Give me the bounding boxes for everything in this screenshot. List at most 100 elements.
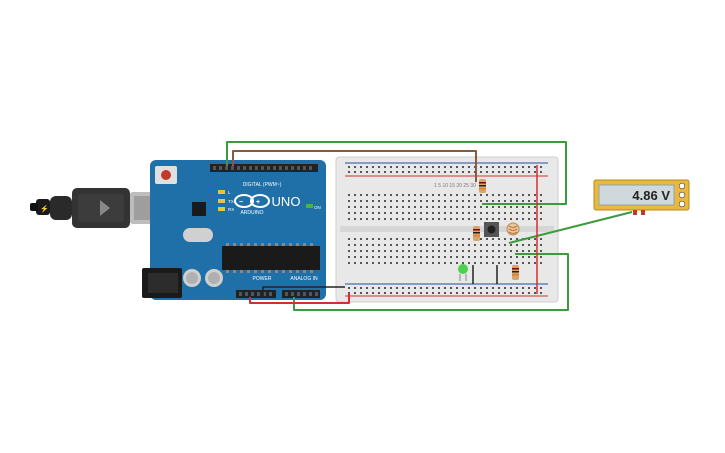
breadboard-hole[interactable] [438, 256, 440, 258]
breadboard-hole[interactable] [420, 171, 422, 173]
breadboard-hole[interactable] [354, 287, 356, 289]
breadboard-hole[interactable] [378, 171, 380, 173]
breadboard-hole[interactable] [396, 256, 398, 258]
breadboard-hole[interactable] [528, 206, 530, 208]
breadboard-hole[interactable] [480, 200, 482, 202]
breadboard-hole[interactable] [498, 287, 500, 289]
breadboard-hole[interactable] [480, 244, 482, 246]
breadboard-hole[interactable] [528, 262, 530, 264]
breadboard-hole[interactable] [408, 262, 410, 264]
breadboard-hole[interactable] [462, 212, 464, 214]
breadboard-hole[interactable] [510, 238, 512, 240]
breadboard-hole[interactable] [420, 200, 422, 202]
breadboard-hole[interactable] [486, 262, 488, 264]
breadboard-hole[interactable] [480, 256, 482, 258]
breadboard-hole[interactable] [390, 212, 392, 214]
breadboard-hole[interactable] [522, 212, 524, 214]
breadboard-hole[interactable] [408, 200, 410, 202]
breadboard-hole[interactable] [396, 212, 398, 214]
breadboard-hole[interactable] [480, 194, 482, 196]
breadboard-hole[interactable] [348, 200, 350, 202]
breadboard-hole[interactable] [348, 194, 350, 196]
mode-dial-a[interactable] [678, 182, 686, 190]
breadboard-hole[interactable] [426, 171, 428, 173]
breadboard-hole[interactable] [456, 244, 458, 246]
breadboard-hole[interactable] [378, 244, 380, 246]
breadboard-hole[interactable] [492, 171, 494, 173]
breadboard-hole[interactable] [432, 292, 434, 294]
breadboard-hole[interactable] [480, 206, 482, 208]
breadboard-hole[interactable] [402, 166, 404, 168]
breadboard-hole[interactable] [498, 206, 500, 208]
breadboard-hole[interactable] [474, 250, 476, 252]
breadboard-hole[interactable] [492, 256, 494, 258]
red-wire[interactable] [249, 293, 350, 304]
breadboard-hole[interactable] [534, 194, 536, 196]
breadboard-hole[interactable] [438, 200, 440, 202]
breadboard-hole[interactable] [462, 171, 464, 173]
breadboard-hole[interactable] [396, 194, 398, 196]
breadboard-hole[interactable] [522, 262, 524, 264]
breadboard-hole[interactable] [516, 262, 518, 264]
breadboard-hole[interactable] [372, 244, 374, 246]
breadboard-hole[interactable] [450, 292, 452, 294]
breadboard-hole[interactable] [456, 218, 458, 220]
breadboard-hole[interactable] [438, 262, 440, 264]
breadboard-hole[interactable] [456, 200, 458, 202]
breadboard-hole[interactable] [540, 287, 542, 289]
breadboard-hole[interactable] [540, 212, 542, 214]
breadboard-hole[interactable] [528, 212, 530, 214]
breadboard-hole[interactable] [420, 206, 422, 208]
breadboard-hole[interactable] [426, 212, 428, 214]
breadboard-hole[interactable] [522, 200, 524, 202]
breadboard-hole[interactable] [450, 238, 452, 240]
push-button[interactable] [484, 222, 499, 237]
breadboard-hole[interactable] [444, 256, 446, 258]
breadboard-hole[interactable] [390, 287, 392, 289]
breadboard-hole[interactable] [408, 256, 410, 258]
breadboard-hole[interactable] [474, 212, 476, 214]
breadboard-hole[interactable] [462, 200, 464, 202]
breadboard-hole[interactable] [522, 256, 524, 258]
breadboard-hole[interactable] [378, 256, 380, 258]
breadboard-hole[interactable] [450, 218, 452, 220]
breadboard-hole[interactable] [372, 212, 374, 214]
breadboard-hole[interactable] [366, 200, 368, 202]
breadboard-hole[interactable] [462, 238, 464, 240]
breadboard-hole[interactable] [498, 250, 500, 252]
breadboard-hole[interactable] [420, 218, 422, 220]
breadboard-hole[interactable] [384, 194, 386, 196]
breadboard-hole[interactable] [396, 200, 398, 202]
breadboard-hole[interactable] [354, 262, 356, 264]
breadboard-hole[interactable] [492, 200, 494, 202]
breadboard-hole[interactable] [414, 194, 416, 196]
breadboard-hole[interactable] [468, 256, 470, 258]
breadboard-hole[interactable] [540, 194, 542, 196]
resistor-bottom[interactable] [512, 265, 519, 280]
breadboard-hole[interactable] [540, 238, 542, 240]
breadboard-hole[interactable] [498, 238, 500, 240]
breadboard-hole[interactable] [432, 238, 434, 240]
breadboard-hole[interactable] [396, 244, 398, 246]
breadboard-hole[interactable] [444, 218, 446, 220]
breadboard-hole[interactable] [408, 194, 410, 196]
breadboard-hole[interactable] [390, 166, 392, 168]
breadboard-hole[interactable] [444, 206, 446, 208]
breadboard-hole[interactable] [462, 287, 464, 289]
breadboard-hole[interactable] [522, 206, 524, 208]
breadboard-hole[interactable] [504, 212, 506, 214]
breadboard-hole[interactable] [354, 292, 356, 294]
breadboard-hole[interactable] [480, 171, 482, 173]
breadboard-hole[interactable] [426, 238, 428, 240]
breadboard-hole[interactable] [504, 244, 506, 246]
breadboard-hole[interactable] [528, 218, 530, 220]
breadboard-hole[interactable] [450, 166, 452, 168]
breadboard-hole[interactable] [414, 244, 416, 246]
breadboard-hole[interactable] [432, 166, 434, 168]
breadboard-hole[interactable] [414, 200, 416, 202]
breadboard-hole[interactable] [354, 212, 356, 214]
breadboard-hole[interactable] [366, 244, 368, 246]
breadboard-hole[interactable] [504, 218, 506, 220]
breadboard-hole[interactable] [408, 292, 410, 294]
breadboard-hole[interactable] [348, 250, 350, 252]
